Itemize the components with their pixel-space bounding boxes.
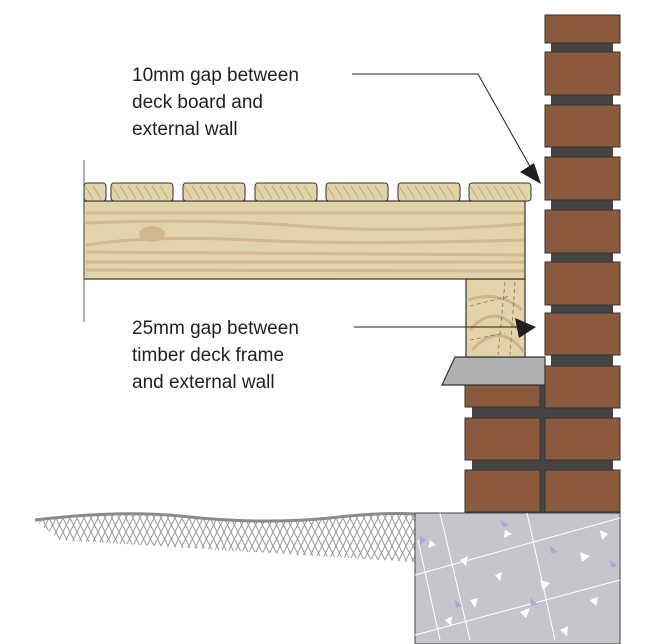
annotation-deck-board-gap: 10mm gap between deck board and external…: [132, 62, 299, 143]
annotation-line: deck board and: [132, 92, 263, 113]
annotation-line: and external wall: [132, 372, 275, 393]
deck-board: [468, 182, 532, 202]
concrete-footing: [414, 512, 621, 644]
annotation-line: 25mm gap between: [132, 318, 299, 339]
timber-post: [465, 278, 526, 358]
deck-board: [83, 182, 107, 202]
brick: [544, 261, 621, 306]
brick-wall: [464, 14, 621, 513]
annotation-line: external wall: [132, 119, 238, 140]
brick: [464, 417, 541, 461]
brick: [544, 312, 621, 356]
brick: [464, 469, 541, 513]
damp-proof-course: [441, 356, 546, 386]
deck-board: [254, 182, 318, 202]
brick: [544, 104, 621, 148]
annotation-deck-frame-gap: 25mm gap between timber deck frame and e…: [132, 315, 299, 396]
ground: [34, 512, 416, 562]
deck-board: [110, 182, 174, 202]
deck-board: [182, 182, 246, 202]
deck-board: [325, 182, 389, 202]
brick: [464, 382, 541, 408]
annotation-line: timber deck frame: [132, 345, 285, 366]
brick: [544, 14, 621, 44]
brick: [544, 209, 621, 254]
brick: [544, 365, 621, 409]
brick: [544, 51, 621, 96]
deck-boards: [83, 182, 532, 202]
brick: [544, 417, 621, 461]
timber-joist: [76, 200, 526, 280]
annotation-line: 10mm gap between: [132, 65, 299, 86]
leader-top: [352, 73, 541, 184]
brick: [544, 469, 621, 513]
leader-middle: [354, 318, 536, 338]
brick: [544, 156, 621, 201]
deck-board: [397, 182, 461, 202]
